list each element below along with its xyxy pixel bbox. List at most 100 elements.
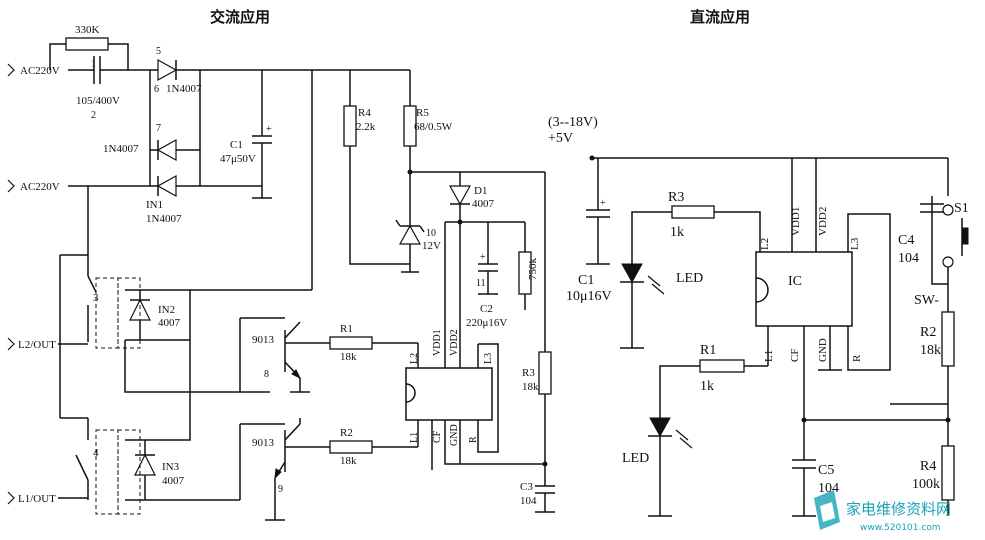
ac-circuit: AC220V AC220V 330K 1 105/400V 2 5 6 1N40… [7,24,555,521]
diode-d1 [448,172,472,222]
resistor-r3 [538,351,552,395]
l1out-label: L1/OUT [18,493,56,505]
dc-c4-value: 104 [898,251,919,266]
dc-r2-name: R2 [920,325,936,340]
zener-pin: 10 [426,228,436,239]
dc-resistor-r4 [941,445,955,501]
dc-resistor-r1 [699,359,745,373]
ac-ic-pin-gnd: GND [449,424,460,446]
watermark-text: 家电维修资料网 [846,500,951,518]
dc-sw-label: SW- [914,293,939,308]
ac-ic-pin-vdd2: VDD2 [449,329,460,356]
ac-ic-pin-vdd1: VDD1 [432,329,443,356]
ic-ac [405,222,545,470]
dc-r4-value: 100k [912,477,940,492]
diode-1n4007-top [150,58,410,82]
ac-input-label-1: AC220V [20,65,60,77]
transistor-9013-top [239,317,330,393]
ac-input-port-1: AC220V [7,63,60,77]
relay-pin-4: 4 [93,447,99,459]
dc-led-top [620,263,665,349]
r3-value: 18k [522,381,539,393]
dc-ic-pin-r: R [851,354,863,362]
diode-in1 [149,150,200,198]
diode-in1-part: 1N4007 [146,213,182,225]
r4-value: 2.2k [356,121,376,133]
diode-in2 [125,290,190,341]
dc-ic-pin-l1: L1 [763,350,775,362]
dc-c5-name: C5 [818,463,834,478]
q-top-pin: 8 [264,369,269,380]
dc-supply-range: (3--18V) [548,115,598,130]
capacitor-105-value: 105/400V [76,95,120,107]
dc-ic-label: IC [788,274,802,289]
in2-name: IN2 [158,304,175,316]
in2-part: 4007 [158,317,181,329]
c1-name: C1 [230,139,243,151]
relay-2 [59,345,141,515]
ac-ic-pin-r: R [468,436,479,443]
capacitor-105-pin: 1 [91,59,96,70]
resistor-r2 [329,440,373,454]
dc-r1-name: R1 [700,343,716,358]
resistor-750k-label: 750k [527,258,539,281]
q-bottom-part: 9013 [252,437,275,449]
svg-text:+: + [480,252,486,263]
diode-in3 [125,418,240,501]
dc-switch-s1[interactable] [942,204,969,290]
resistor-330k [65,37,109,51]
r2-name: R2 [340,427,353,439]
c1-value: 47μ50V [220,153,256,165]
c3-value: 104 [520,495,537,507]
r1-value: 18k [340,351,357,363]
zener-value: 12V [422,240,441,252]
watermark: 家电维修资料网 www.520101.com [814,490,951,533]
dc-resistor-r3 [671,205,715,219]
r2-value: 18k [340,455,357,467]
svg-text:+: + [266,124,272,135]
c2-value: 220μ16V [466,317,507,329]
resistor-r1 [329,336,373,350]
dc-circuit: (3--18V) +5V + C1 10μ16V R3 1k LED [548,115,969,517]
dc-ic-pin-vdd2: VDD2 [817,207,829,236]
diode-in1-name: IN1 [146,199,163,211]
diode-mid-part: 1N4007 [103,143,139,155]
resistor-r4 [343,105,357,147]
relay-pin-3: 3 [93,292,99,304]
dc-supply-voltage: +5V [548,131,573,146]
r3-name: R3 [522,367,535,379]
resistor-330k-label: 330K [75,24,100,36]
q-bottom-pin: 9 [278,484,283,495]
dc-c1-name: C1 [578,273,594,288]
ac-input-port-2: AC220V [7,179,60,193]
in3-part: 4007 [162,475,185,487]
ac-ic-pin-l2: L2 [409,353,420,364]
dc-led-bottom-label: LED [622,451,649,466]
dc-c1-value: 10μ16V [566,289,612,304]
dc-led-top-label: LED [676,271,703,286]
dc-ic-pin-l2: L2 [759,238,771,250]
r5-name: R5 [416,107,429,119]
dc-title: 直流应用 [690,8,750,26]
ac-title: 交流应用 [210,8,270,26]
ac-input-label-2: AC220V [20,181,60,193]
q-top-part: 9013 [252,334,275,346]
c2-name: C2 [480,303,493,315]
diode-top-pin-b: 6 [154,84,159,95]
dc-r3-name: R3 [668,190,684,205]
r1-name: R1 [340,323,353,335]
relay-1 [59,186,141,349]
in3-name: IN3 [162,461,180,473]
dc-ic-pin-vdd1: VDD1 [790,207,802,236]
transistor-9013-bottom [239,418,330,521]
dc-r4-name: R4 [920,459,936,474]
watermark-url: www.520101.com [860,523,941,533]
dc-ic-pin-gnd: GND [817,338,829,362]
dc-c4-name: C4 [898,233,914,248]
zener-diode-12v [395,219,425,273]
r4-name: R4 [358,107,371,119]
d1-name: D1 [474,185,487,197]
r5-value: 68/0.5W [414,121,453,133]
